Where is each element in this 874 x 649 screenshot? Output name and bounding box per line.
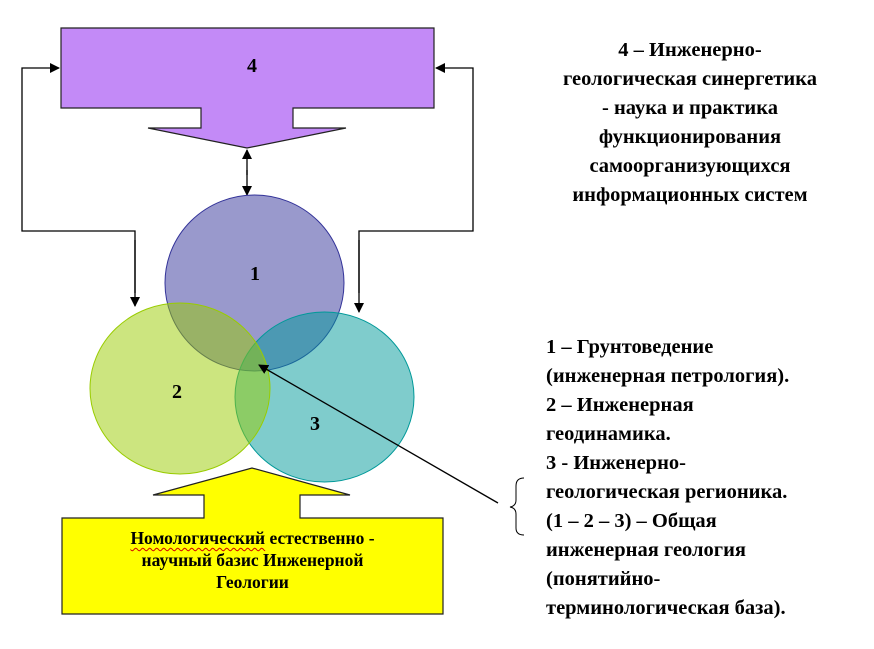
desc-line: информационных систем	[572, 184, 808, 206]
curly-brace	[509, 477, 525, 536]
base-box-line1-rest: естественно -	[265, 528, 375, 548]
desc-line: - наука и практика	[602, 97, 778, 119]
circle-3-label: 3	[310, 413, 320, 435]
legend-line: (1 – 2 – 3) – Общая	[546, 510, 717, 532]
base-box-arrow-shape	[61, 467, 444, 615]
misspelled-word: Номологический	[130, 528, 266, 548]
base-box-line3: Геологии	[216, 572, 289, 592]
legend-line: терминологическая база).	[546, 597, 786, 619]
legend: 1 – Грунтоведение (инженерная петрология…	[546, 333, 874, 623]
legend-line: инженерная геология	[546, 539, 746, 561]
intersection-pointer-arrow	[258, 364, 499, 504]
base-box-text: Номологический естественно - научный баз…	[62, 527, 443, 593]
legend-line: геодинамика.	[546, 423, 671, 445]
legend-line: (инженерная петрология).	[546, 365, 790, 387]
legend-line: 3 - Инженерно-	[546, 452, 686, 474]
legend-line: (понятийно-	[546, 568, 661, 590]
desc-line: функционирования	[598, 126, 782, 148]
legend-line: геологическая регионика.	[546, 481, 788, 503]
circle-2-label: 2	[172, 381, 182, 403]
legend-line: 1 – Грунтоведение	[546, 336, 714, 358]
desc-line: самоорганизующихся	[589, 155, 791, 177]
box-4-description: 4 – Инженерно- геологическая синергетика…	[520, 36, 860, 210]
box-4-arrow-shape	[60, 27, 435, 149]
circle-2	[89, 302, 271, 475]
legend-line: 2 – Инженерная	[546, 394, 694, 416]
circle-1-label: 1	[250, 263, 260, 285]
box-4-label: 4	[247, 55, 257, 77]
desc-line: 4 – Инженерно-	[618, 39, 762, 61]
desc-line: геологическая синергетика	[563, 68, 817, 90]
base-box-line2: научный базис Инженерной	[141, 550, 364, 570]
